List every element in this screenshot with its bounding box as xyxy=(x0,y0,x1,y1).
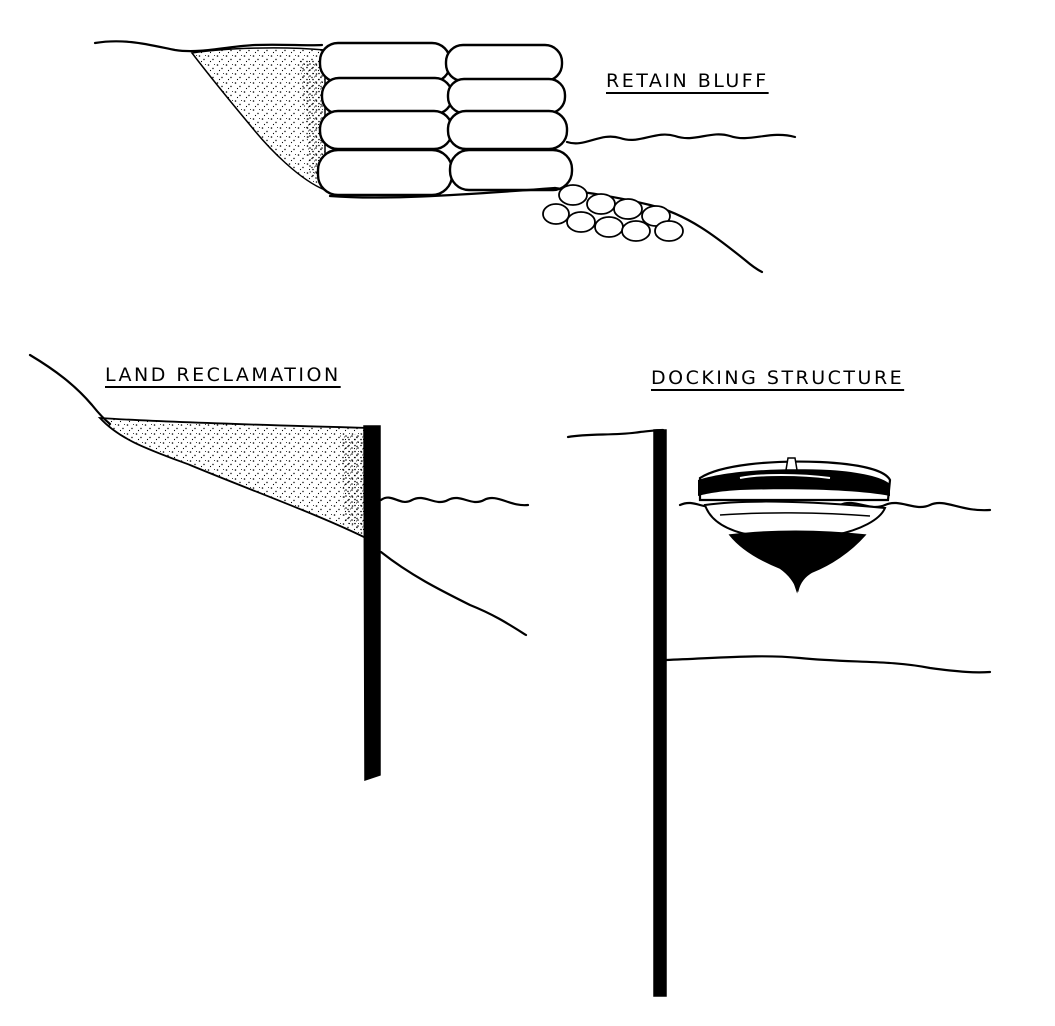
sandbag xyxy=(446,109,569,151)
reclamation-water-surface xyxy=(379,496,530,507)
sandbag xyxy=(316,148,454,197)
reclamation-bulkhead xyxy=(363,425,381,782)
dock-pile xyxy=(653,429,667,997)
sandbag xyxy=(318,109,454,151)
bluff-water-surface xyxy=(565,133,797,145)
docking-structure-label: DOCKING STRUCTURE xyxy=(651,367,905,389)
sandbag xyxy=(320,76,454,116)
docking-structure-panel xyxy=(566,428,992,997)
retain-bluff-panel xyxy=(93,40,797,274)
land-reclamation-panel xyxy=(28,353,530,782)
land-reclamation-label: LAND RECLAMATION xyxy=(105,364,341,386)
sandbag xyxy=(448,148,574,192)
bluff-ground-surface xyxy=(93,40,324,53)
boat xyxy=(698,457,892,594)
sandbag xyxy=(446,77,567,115)
reclamation-original-slope xyxy=(28,353,112,426)
toe-rocks xyxy=(542,184,684,242)
bluff-backfill xyxy=(190,47,326,192)
dock-land-surface xyxy=(566,428,665,439)
retain-bluff-label: RETAIN BLUFF xyxy=(606,70,769,92)
sandbag xyxy=(318,41,452,84)
dock-seabed xyxy=(664,655,992,674)
reclamation-fill xyxy=(97,416,371,542)
reclamation-seabed xyxy=(379,550,528,637)
sandbag xyxy=(444,43,564,83)
